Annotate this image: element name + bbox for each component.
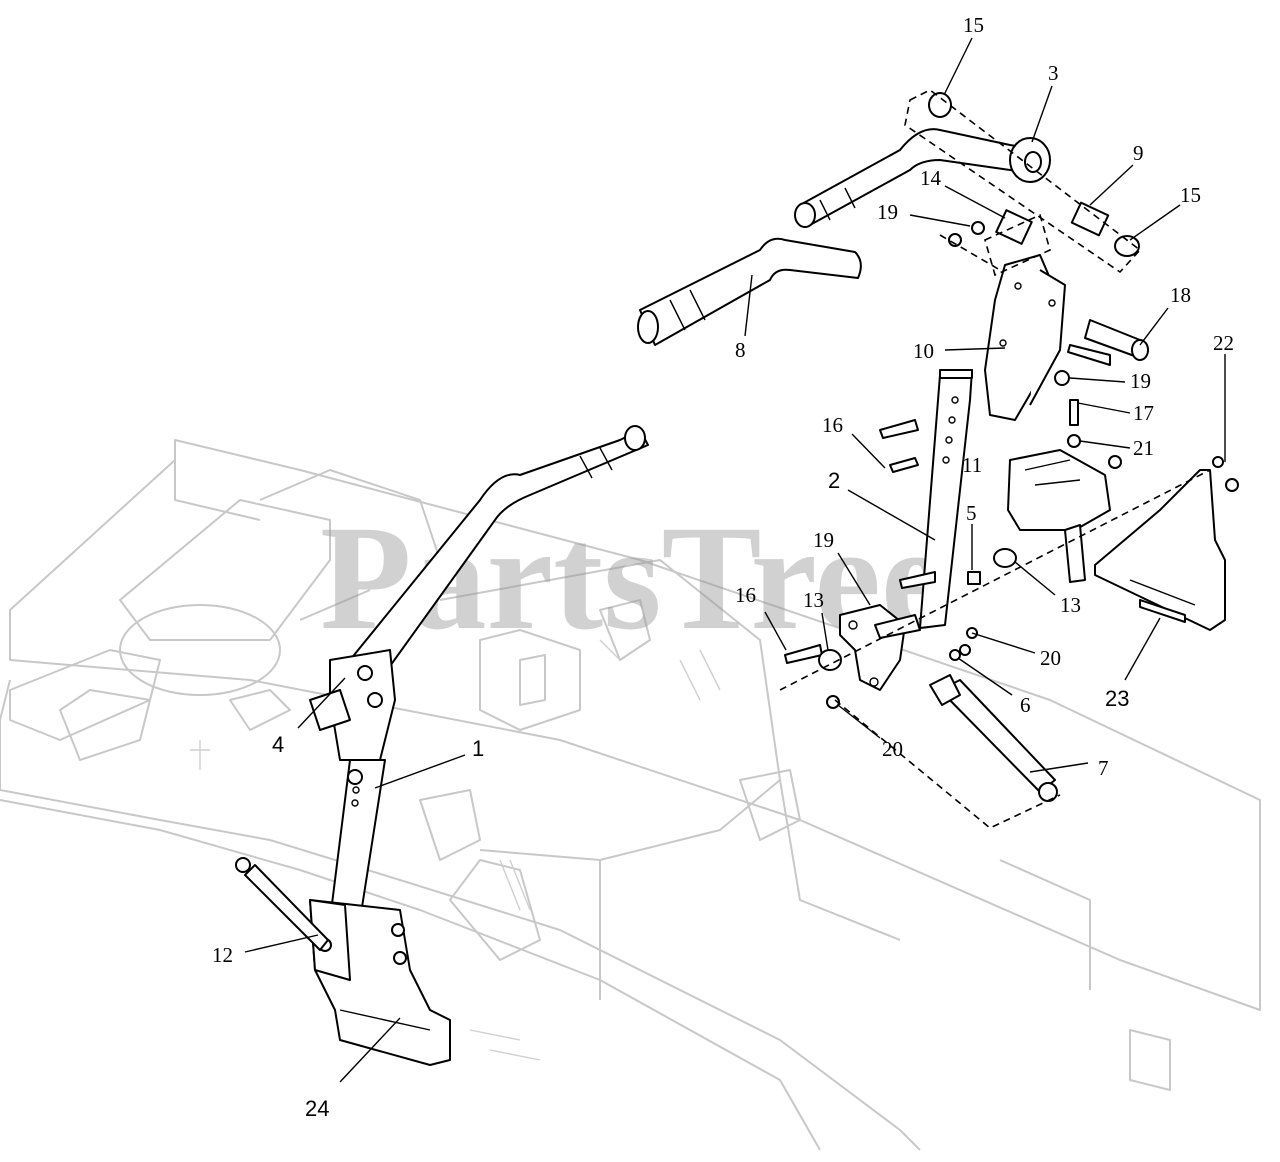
callout-15-right: 15 — [1180, 183, 1201, 207]
callout-10: 10 — [913, 339, 934, 363]
handle-upper — [794, 128, 1051, 228]
callout-17: 17 — [1133, 401, 1154, 425]
callout-19-top: 19 — [877, 200, 898, 224]
callout-20-right: 20 — [1040, 646, 1061, 670]
callout-13-right: 13 — [1060, 593, 1081, 617]
mower-frame — [0, 439, 1261, 1151]
bracket-24 — [235, 857, 451, 1066]
callout-18: 18 — [1170, 283, 1191, 307]
bracket-11 — [1007, 449, 1111, 583]
callout-2: 2 — [828, 468, 840, 493]
callout-1: 1 — [472, 736, 484, 761]
callout-23: 23 — [1105, 686, 1129, 711]
callout-19-mid: 19 — [813, 528, 834, 552]
callout-6: 6 — [1020, 693, 1031, 717]
callout-9: 9 — [1133, 141, 1144, 165]
callout-16-lower: 16 — [735, 583, 756, 607]
hardware — [784, 92, 1239, 709]
callout-22: 22 — [1213, 331, 1234, 355]
callout-3: 3 — [1048, 61, 1059, 85]
callout-21: 21 — [1133, 436, 1154, 460]
callout-7: 7 — [1098, 756, 1109, 780]
leader-lines — [244, 37, 1226, 1083]
assembly-lines — [779, 89, 1211, 829]
callout-11: 11 — [962, 453, 982, 477]
callout-14: 14 — [920, 166, 942, 190]
damper-7 — [929, 644, 1058, 802]
arm-2 — [839, 369, 973, 691]
callout-15-top: 15 — [963, 13, 984, 37]
callout-5: 5 — [966, 501, 977, 525]
callout-20-left: 20 — [882, 737, 903, 761]
bracket-23 — [1094, 469, 1226, 631]
callout-24: 24 — [305, 1096, 329, 1121]
callout-16-upper: 16 — [822, 413, 843, 437]
callout-labels: 15 3 9 15 14 19 18 8 10 19 22 17 16 21 1… — [212, 13, 1234, 1121]
lever-10 — [984, 254, 1066, 421]
callout-8: 8 — [735, 338, 746, 362]
callout-13-left: 13 — [803, 588, 824, 612]
callout-12: 12 — [212, 943, 233, 967]
callout-4: 4 — [272, 732, 284, 757]
callout-19-right: 19 — [1130, 369, 1151, 393]
handle-8 — [637, 237, 862, 346]
handle-left — [309, 425, 649, 921]
